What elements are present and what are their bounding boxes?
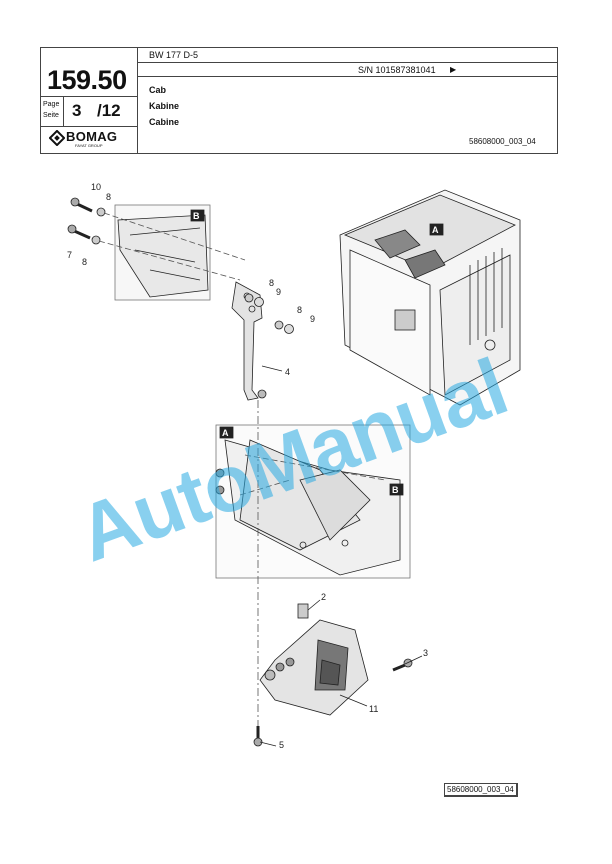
screw-5 (253, 726, 263, 747)
footer-reference: 58608000_003_04 (444, 783, 518, 797)
callout-8d: 8 (297, 305, 302, 315)
detail-b-label-top: B (193, 211, 200, 221)
page-number: 159.50 (47, 65, 127, 95)
page-label-de: Seite (43, 112, 59, 119)
serial-arrow-icon: ▶ (450, 65, 457, 74)
page-current: 3 (72, 101, 82, 120)
bomag-logo-icon (49, 130, 65, 146)
callout-11: 11 (369, 704, 378, 714)
detail-b-view (114, 204, 211, 301)
bracket-4 (231, 281, 267, 401)
callout-9a: 9 (276, 287, 281, 297)
detail-b-tag-view (389, 483, 404, 496)
detail-a-view (215, 424, 411, 579)
detail-a-tag-view (219, 426, 234, 439)
callout-8a: 8 (106, 192, 111, 202)
washer-8-lower (91, 235, 101, 245)
title-fr: Cabine (149, 117, 180, 127)
callout-10: 10 (91, 182, 101, 192)
title-de: Kabine (149, 101, 180, 111)
control-console-11 (259, 619, 369, 716)
title-block: BW 177 D-5 159.50 Page Seite 3 /12 S/N 1… (40, 47, 558, 154)
callout-8b: 8 (82, 257, 87, 267)
title-en: Cab (149, 85, 167, 95)
callout-8c: 8 (269, 278, 274, 288)
detail-b-label-view: B (392, 485, 399, 495)
serial-number: S/N 101587381041 (358, 65, 436, 75)
washer-8-top (96, 207, 106, 217)
doc-reference: 58608000_003_04 (469, 137, 536, 146)
detail-a-label-view: A (222, 428, 229, 438)
callout-3: 3 (423, 648, 428, 658)
detail-a-tag-cab (429, 223, 444, 236)
washers-8-9 (244, 293, 294, 334)
pin-2 (297, 603, 309, 619)
logo-text: BOMAG (66, 129, 118, 144)
callout-9b: 9 (310, 314, 315, 324)
screw-3 (392, 658, 413, 672)
callout-7: 7 (67, 250, 72, 260)
callout-5: 5 (279, 740, 284, 750)
bolt-10 (70, 197, 93, 213)
callout-4: 4 (285, 367, 290, 377)
model-name: BW 177 D-5 (149, 50, 199, 60)
detail-b-tag-top (190, 209, 205, 222)
logo-subtext: FAYAT GROUP (75, 143, 103, 148)
page-total: /12 (97, 101, 121, 120)
detail-a-label-cab: A (432, 225, 439, 235)
bomag-logo: BOMAG FAYAT GROUP (49, 129, 135, 151)
page-label-en: Page (43, 101, 60, 108)
callout-2: 2 (321, 592, 326, 602)
bolt-7 (67, 224, 91, 240)
